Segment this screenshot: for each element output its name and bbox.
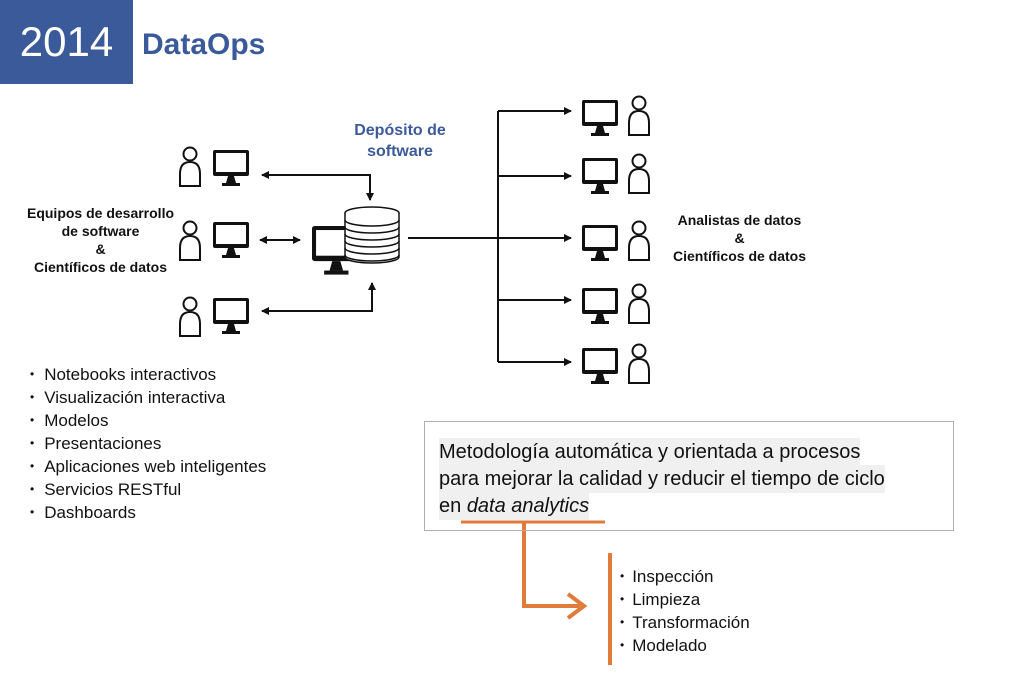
- developer-workstation-2: [179, 220, 249, 261]
- right-group-label: Analistas de datos & Científicos de dato…: [662, 211, 817, 265]
- list-item: Limpieza: [620, 589, 750, 612]
- analyst-workstation-3: [582, 220, 650, 261]
- list-item: Modelos: [30, 410, 266, 433]
- right-group-line1: Analistas de datos: [677, 212, 802, 228]
- year-text: 2014: [19, 18, 114, 65]
- arrow-dev3-repo: [261, 282, 376, 315]
- methodology-line3-italic: data analytics: [466, 495, 590, 517]
- left-group-label: Equipos de desarrollo de software & Cien…: [18, 204, 183, 276]
- analyst-workstation-1: [582, 95, 650, 136]
- list-item: Presentaciones: [30, 433, 266, 456]
- methodology-line2: para mejorar la calidad y reducir el tie…: [439, 465, 885, 493]
- orange-arrowhead: [566, 592, 588, 620]
- methodology-box: Metodología automática y orientada a pro…: [424, 421, 954, 531]
- right-group-line2: &: [734, 230, 745, 246]
- outputs-list: Notebooks interactivos Visualización int…: [30, 364, 266, 525]
- list-item: Transformación: [620, 612, 749, 635]
- page-title: DataOps: [142, 28, 266, 61]
- left-group-line3: &: [95, 241, 106, 257]
- list-item: Visualización interactiva: [30, 387, 266, 410]
- repository-label: Depósito de software: [340, 120, 460, 162]
- left-group-line2: de software: [61, 223, 140, 239]
- left-group-line4: Científicos de datos: [33, 259, 168, 275]
- list-item: Notebooks interactivos: [30, 364, 266, 387]
- repository-label-line2: software: [367, 143, 433, 160]
- developer-workstation-1: [179, 146, 249, 187]
- database-icon: [344, 206, 400, 264]
- list-item: Dashboards: [30, 502, 266, 525]
- developer-workstation-3: [179, 296, 249, 337]
- methodology-line1: Metodología automática y orientada a pro…: [439, 438, 861, 466]
- repository-label-line1: Depósito de: [354, 122, 446, 139]
- arrow-dev1-repo: [261, 171, 374, 201]
- right-group-line3: Científicos de datos: [672, 248, 807, 264]
- left-group-line1: Equipos de desarrollo: [26, 205, 175, 221]
- analyst-workstation-2: [582, 153, 650, 194]
- steps-list: Inspección Limpieza Transformación Model…: [620, 566, 750, 658]
- methodology-line3: en data analytics: [439, 492, 590, 520]
- list-item: Servicios RESTful: [30, 479, 266, 502]
- methodology-line3-prefix: en: [439, 495, 467, 517]
- list-item: Inspección: [620, 566, 750, 589]
- orange-connector-arrow: [522, 522, 580, 608]
- list-item: Modelado: [620, 635, 750, 658]
- list-item: Aplicaciones web inteligentes: [30, 456, 266, 479]
- analyst-workstation-4: [582, 283, 650, 324]
- analyst-workstation-5: [582, 343, 650, 384]
- year-badge: 2014: [0, 0, 133, 84]
